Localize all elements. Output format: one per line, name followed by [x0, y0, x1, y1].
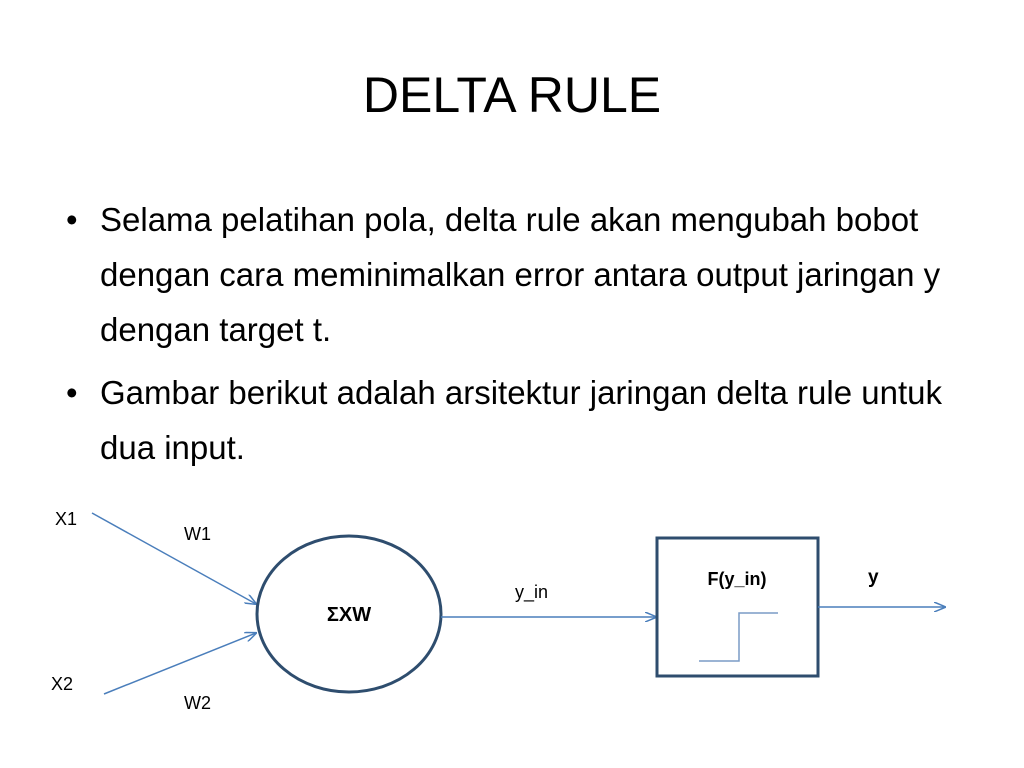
output-label: y	[868, 567, 879, 588]
weight-label-w2: W2	[184, 693, 211, 713]
bullet-text: Gambar berikut adalah arsitektur jaringa…	[100, 374, 942, 466]
summation-node	[255, 534, 443, 694]
bullet-item: • Selama pelatihan pola, delta rule akan…	[56, 192, 986, 357]
bullet-list: • Selama pelatihan pola, delta rule akan…	[56, 192, 986, 483]
step-function-graph	[699, 612, 778, 662]
bullet-dot-icon: •	[66, 374, 78, 411]
input-connection-x1	[91, 512, 256, 604]
activation-function-label: F(y_in)	[707, 569, 766, 589]
bullet-dot-icon: •	[66, 201, 78, 238]
delta-rule-network-diagram: X1 X2 W1 W2 ΣXW y_in F(y_in) y	[51, 509, 1024, 713]
weight-label-w1: W1	[184, 524, 211, 544]
net-input-label: y_in	[515, 582, 548, 603]
summation-label: ΣXW	[327, 604, 371, 626]
input-connection-x2	[103, 633, 256, 695]
activation-function-box	[655, 536, 820, 678]
input-label-x2: X2	[51, 674, 73, 694]
bullet-item: • Gambar berikut adalah arsitektur jarin…	[56, 365, 986, 475]
slide-title: DELTA RULE	[362, 67, 662, 123]
input-label-x1: X1	[55, 509, 77, 529]
bullet-text: Selama pelatihan pola, delta rule akan m…	[100, 201, 941, 348]
